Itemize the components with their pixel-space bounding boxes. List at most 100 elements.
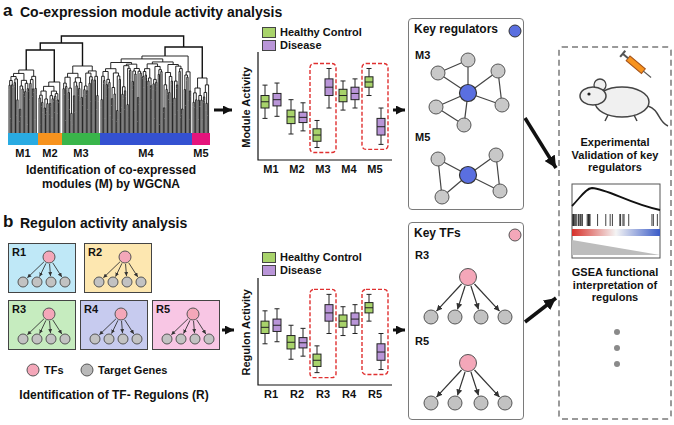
gene-hit [582,214,583,226]
dendrogram-leaf [189,119,190,133]
legend-symbol [80,363,94,377]
whisker-cap [353,108,358,109]
dendrogram-leaf [90,101,91,133]
dendrogram-branch [153,84,154,119]
box-median [365,307,373,308]
box [261,321,269,333]
dendrogram-leaf [64,94,65,133]
dendrogram-branch [75,78,80,83]
module-color-segment [192,133,210,145]
dendrogram-leaf [185,105,186,133]
dendrogram-branch [88,71,96,76]
regulon-label: R5 [156,303,170,316]
whisker-cap [353,78,358,79]
syringe-needle [643,71,651,77]
dendrogram-leaf [193,107,194,133]
dendrogram-leaf [194,108,195,133]
target-gene [190,334,200,344]
gsea-frame [572,184,660,258]
dendrogram-branch [133,71,136,81]
dendrogram-branch [52,99,53,118]
dendrogram-leaf [184,94,185,133]
dendrogram-leaf [198,120,199,133]
target-gene [46,277,56,287]
dendrogram-leaf [176,89,177,133]
whisker-cap [327,108,332,109]
legend-item: Healthy Control [262,251,362,263]
box [339,315,347,327]
dendrogram-branch [106,69,116,73]
dendrogram-branch [145,75,146,80]
box-median [313,360,321,361]
regulation-arrow [99,319,116,335]
dendrogram-branch [189,91,190,119]
dendrogram-branch [201,100,202,119]
dendrogram-leaf [102,119,103,133]
regulation-arrow [457,372,465,395]
gene-hit [619,214,620,226]
dendrogram-leaf [69,109,70,133]
dendrogram-leaf [124,110,125,133]
dendrogram-branch [152,62,173,65]
continuation-dot [614,329,620,335]
dendrogram-branch [124,66,129,87]
dendrogram-branch [161,72,162,121]
box [365,77,373,87]
dendrogram-branch [199,95,202,100]
dendrogram-leaf [129,72,130,133]
axis-title: Module Activity [240,52,253,162]
dendrogram-leaf [107,88,108,133]
dendrogram-branch [194,93,197,102]
highlight-box [362,63,388,149]
gene-hit [651,214,652,226]
box [299,338,307,348]
dendrogram-leaf [154,119,155,133]
dendrogram-leaf [48,108,49,133]
dendrogram-leaf [207,116,208,133]
dendrogram-leaf [81,116,82,133]
dendrogram-leaf [20,117,21,133]
syringe [620,51,653,81]
whisker-cap [275,341,280,342]
dendrogram-branch [166,89,167,106]
dendrogram-branch [196,100,197,117]
dendrogram-branch [182,109,183,119]
dendrogram-leaf [133,86,134,133]
dendrogram-branch [84,86,87,91]
dendrogram-leaf [162,73,163,133]
dendrogram-branch [61,36,183,47]
dendrogram-leaf [54,112,55,133]
syringe-plunger [620,51,625,57]
continuation-dot [614,345,620,351]
dendrogram-branch [45,99,48,108]
highlight-box [310,289,336,377]
network-label: R3 [415,249,429,262]
dendrogram-leaf [18,109,19,133]
box [287,336,295,349]
target-gene [94,277,104,287]
axis-tick-label: M3 [310,163,336,176]
gene-hit [620,214,621,226]
dendrogram-leaf [104,119,105,133]
dendrogram-branch [205,85,208,96]
dendrogram-leaf [119,84,120,133]
axis-tick-label: R3 [310,388,336,401]
dendrogram-branch [184,90,185,106]
module-label: M3 [68,147,94,160]
regulation-arrow [474,370,499,397]
axis-tick-label: R2 [284,388,310,401]
dendrogram-branch [148,81,149,110]
dendrogram-branch [198,100,199,119]
box [325,305,333,321]
gene-node [431,152,445,166]
dendrogram-leaf [208,96,209,133]
dendrogram-leaf [137,122,138,133]
dendrogram-leaf [39,103,40,133]
dendrogram-leaf [111,105,112,133]
dendrogram-leaf [190,97,191,133]
dendrogram-leaf [46,111,47,133]
dendrogram-branch [9,85,10,118]
dendrogram-leaf [177,111,178,133]
axis-tick-label: R4 [336,388,362,401]
dendrogram-leaf [128,117,129,133]
